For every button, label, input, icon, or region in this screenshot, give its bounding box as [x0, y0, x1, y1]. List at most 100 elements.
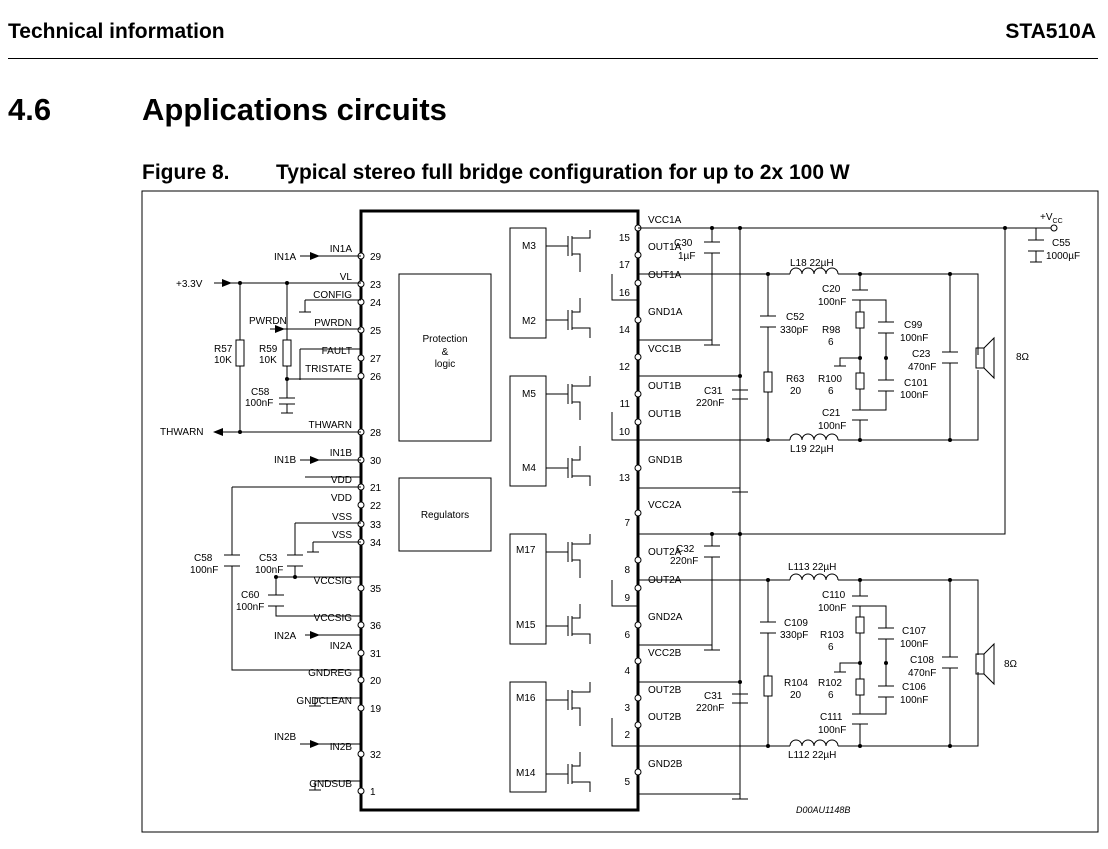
c101-value: 100nF — [900, 390, 928, 401]
protection-label: Protection — [422, 334, 467, 345]
r57-label: R57 — [214, 344, 233, 355]
pin-name: CONFIG — [313, 290, 352, 301]
r103-value: 6 — [828, 642, 834, 653]
ic-pin-left: GNDREG 20 — [308, 668, 381, 687]
r57-value: 10K — [214, 355, 232, 366]
c53-value: 100nF — [255, 565, 283, 576]
pin-name: VDD — [331, 493, 352, 504]
driver-block-1b — [509, 375, 547, 487]
mosfet-label: M17 — [516, 545, 536, 556]
pin-name: OUT2A — [648, 547, 682, 558]
pin-name: OUT2B — [648, 685, 682, 696]
pin-name: VCCSIG — [314, 576, 353, 587]
pin-name: OUT1A — [648, 270, 682, 281]
c60-label: C60 — [241, 590, 260, 601]
regulators-label: Regulators — [421, 510, 469, 521]
pin-name: VCC1A — [648, 215, 682, 226]
pin-number: 36 — [370, 621, 382, 632]
ic-body — [359, 209, 640, 812]
l19-label: L19 22µH — [790, 444, 834, 455]
c53-label: C53 — [259, 553, 278, 564]
pin-name: IN2B — [330, 742, 353, 753]
c32-label: C32 — [676, 544, 695, 555]
pin-number: 8 — [624, 565, 630, 576]
pin-name: GNDCLEAN — [296, 696, 352, 707]
pin-name: VDD — [331, 475, 352, 486]
mosfet-label: M3 — [522, 241, 536, 252]
pin-number: 12 — [619, 362, 631, 373]
r59-value: 10K — [259, 355, 277, 366]
mosfet-label: M5 — [522, 389, 536, 400]
pin-number: 30 — [370, 456, 382, 467]
ic-pin-left: PWRDN 25 — [314, 318, 381, 337]
driver-block-2b — [509, 681, 547, 793]
c32-value: 220nF — [670, 556, 698, 567]
ic-pin-left: THWARN 28 — [308, 420, 381, 439]
c31b-label: C31 — [704, 691, 723, 702]
c99-value: 100nF — [900, 333, 928, 344]
c30-value: 1µF — [678, 251, 695, 262]
pin-name: VSS — [332, 512, 352, 523]
pin-number: 19 — [370, 704, 382, 715]
pin-marker — [357, 750, 365, 758]
vcc-terminal — [1050, 224, 1058, 232]
pin-name: PWRDN — [314, 318, 352, 329]
figure-frame — [141, 190, 1099, 833]
c20-label: C20 — [822, 284, 841, 295]
mosfet-label: M4 — [522, 463, 536, 474]
c20-value: 100nF — [818, 297, 846, 308]
left-junctions — [238, 281, 297, 579]
pin-marker — [357, 704, 365, 712]
in2a-label: IN2A — [274, 631, 297, 642]
c55-label: C55 — [1052, 238, 1071, 249]
pin-marker — [634, 621, 642, 629]
pin-marker — [357, 676, 365, 684]
c111-value: 100nF — [818, 725, 846, 736]
pin-name: FAULT — [322, 346, 352, 357]
c99-label: C99 — [904, 320, 923, 331]
speaker-top-label: 8Ω — [1016, 352, 1030, 363]
c31b-value: 220nF — [696, 703, 724, 714]
pin-number: 7 — [624, 518, 630, 529]
pin-number: 20 — [370, 676, 382, 687]
left-wiring — [214, 255, 361, 790]
pin-marker — [357, 621, 365, 629]
c23-label: C23 — [912, 349, 931, 360]
pin-marker — [357, 326, 365, 334]
supply-3v3-label: +3.3V — [176, 279, 203, 290]
r100-value: 6 — [828, 386, 834, 397]
c58-value: 100nF — [245, 398, 273, 409]
pin-number: 32 — [370, 750, 382, 761]
pin-number: 31 — [370, 649, 382, 660]
r104-value: 20 — [790, 690, 802, 701]
pin-number: 3 — [624, 703, 630, 714]
mosfet-label: M15 — [516, 620, 536, 631]
left-components — [224, 311, 321, 791]
ic-pin-right: 15 VCC1A — [619, 215, 682, 244]
pin-name: GNDREG — [308, 668, 352, 679]
pin-name: VL — [340, 272, 353, 283]
right-components — [704, 239, 1044, 747]
pin-marker — [357, 520, 365, 528]
c109-value: 330pF — [780, 630, 808, 641]
mosfet-label: M16 — [516, 693, 536, 704]
pin-number: 28 — [370, 428, 382, 439]
mosfet-label: M14 — [516, 768, 536, 779]
pin-number: 15 — [619, 233, 631, 244]
c110-value: 100nF — [818, 603, 846, 614]
pin-number: 25 — [370, 326, 382, 337]
pin-marker — [634, 694, 642, 702]
right-junctions — [710, 226, 1007, 748]
pin-marker — [357, 649, 365, 657]
pin-number: 35 — [370, 584, 382, 595]
pin-name: TRISTATE — [305, 364, 352, 375]
pin-name: THWARN — [308, 420, 352, 431]
pin-marker — [357, 280, 365, 288]
